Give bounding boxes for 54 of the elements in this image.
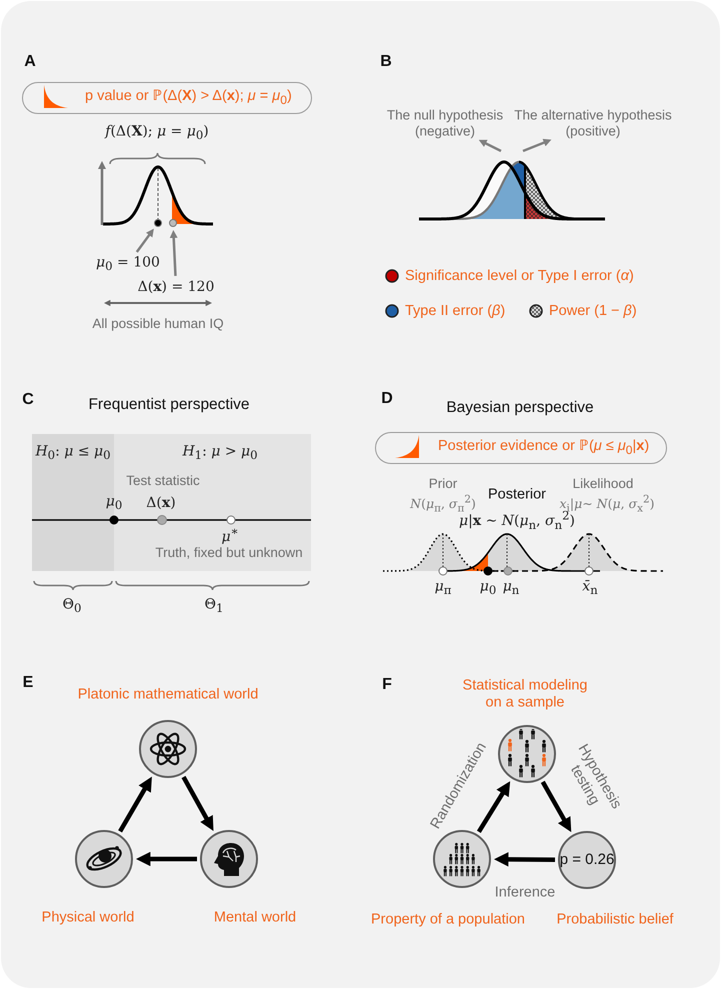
concept-title: Physical world (42, 910, 134, 926)
legend-text: Type II error (β) (405, 303, 506, 319)
curve-label: Prior (428, 476, 458, 492)
formula: N(μ$_{π}$, σ$_{π}$$^{2}$) (410, 494, 476, 514)
point-label: μ$_{π}$ (434, 578, 452, 598)
formula-pill (375, 432, 667, 464)
leader-arrow (170, 230, 178, 276)
formula: f(Δ(X); μ = μ$_{0}$) (105, 123, 209, 143)
value-text: p = 0.26 (560, 851, 614, 869)
arrow (118, 776, 152, 832)
point-label: μ$_{n}$ (502, 578, 520, 598)
panel-letter: B (380, 52, 392, 72)
legend-text: Power (1 − β) (549, 303, 637, 319)
panel-letter: E (22, 674, 34, 692)
leader-arrow (136, 228, 154, 253)
arrow (494, 852, 556, 867)
point-label: μ$_{0}$ (106, 493, 122, 513)
formula-text: Posterior evidence or ℙ(μ ≤ μ$_{0}$|x) (438, 438, 650, 458)
formula-text: p value or ℙ(Δ(X) > Δ(x); μ = μ$_{0}$) (85, 88, 292, 108)
panel-letter: F (382, 676, 392, 694)
point-label: μ$^{∗}$ (221, 525, 239, 545)
hypothesis-label: H$_{0}$: μ ≤ μ$_{0}$ (35, 443, 111, 463)
hypothesis-label: H$_{1}$: μ > μ$_{0}$ (182, 443, 258, 463)
point-label: μ$_{0}$ (480, 578, 496, 598)
annotation-text: The null hypothesis (negative) (378, 107, 512, 139)
leader-arrow (478, 140, 502, 152)
arrow (540, 780, 572, 832)
concept-title: Probabilistic belief (556, 912, 674, 928)
curve-label: Posterior (488, 486, 546, 504)
set-label: Θ$_{1}$ (204, 596, 224, 616)
set-label: Θ$_{0}$ (62, 596, 82, 616)
concept-title: Mental world (214, 910, 296, 926)
panel-title: Bayesian perspective (446, 399, 594, 417)
panel-letter: A (24, 52, 36, 72)
annotation-text: Δ(x) = 120 (138, 278, 214, 296)
formula-pill (22, 82, 312, 114)
arrow (182, 776, 214, 832)
panel-letter: D (381, 390, 393, 408)
leader-arrow (522, 138, 552, 152)
panel-title: Frequentist perspective (88, 396, 250, 414)
point-label: x̄$_{n}$ (582, 578, 598, 598)
concept-title: Property of a population (371, 912, 525, 928)
curve-label: Likelihood (572, 476, 634, 492)
axis-caption: All possible human IQ (92, 316, 224, 332)
annotation-text: Truth, fixed but unknown (155, 545, 303, 561)
panel-letter: C (22, 390, 34, 410)
legend-text: Significance level or Type I error (α) (405, 268, 634, 284)
point-label: Δ(x) (146, 494, 176, 512)
concept-title: Platonic mathematical world (78, 686, 258, 704)
concept-title: Statistical modeling on a sample (462, 677, 588, 711)
arrow (136, 852, 197, 866)
annotation-text: Test statistic (126, 473, 200, 489)
arrow (476, 781, 510, 833)
annotation-text: μ$_{0}$ = 100 (96, 254, 160, 274)
